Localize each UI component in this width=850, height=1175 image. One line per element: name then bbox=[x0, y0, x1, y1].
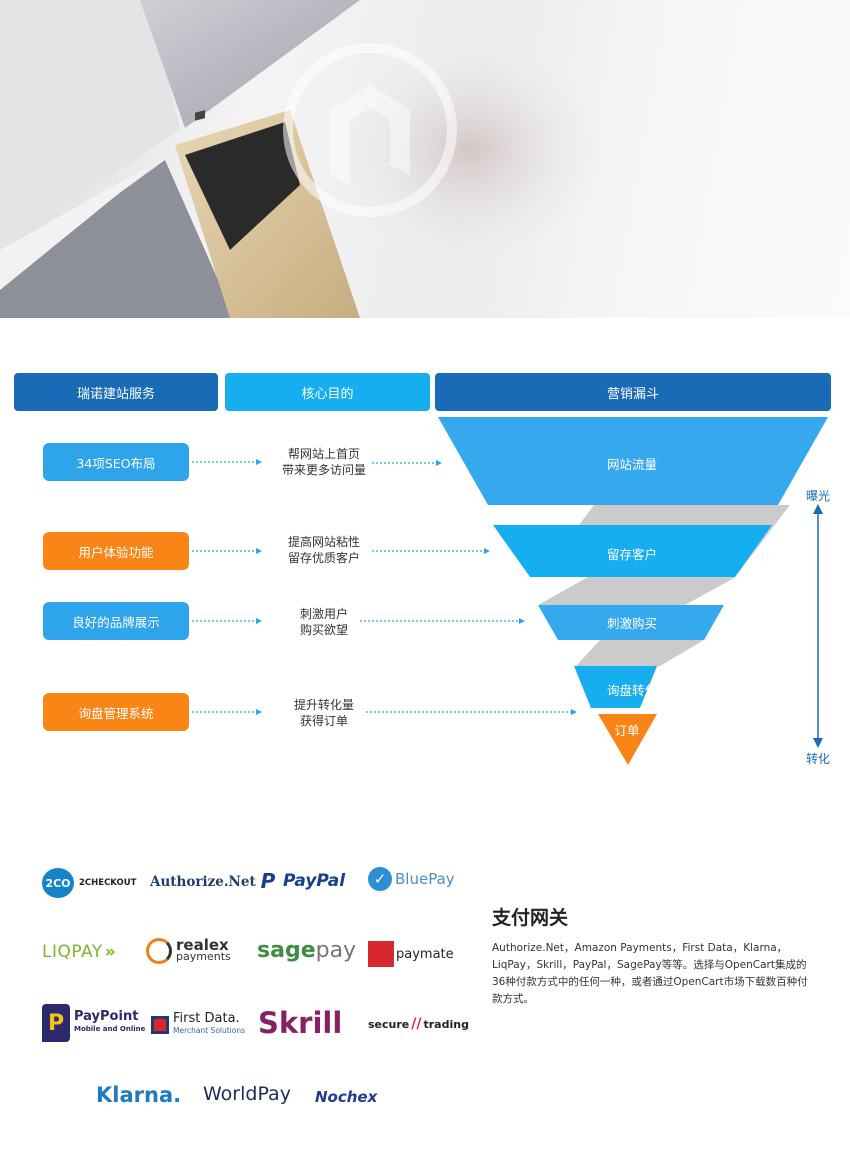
axis-bottom-label: 转化 bbox=[806, 752, 831, 766]
arrow-down-icon bbox=[813, 738, 823, 748]
funnel-tier-inquiry bbox=[574, 666, 657, 708]
service-brand: 良好的品牌展示 bbox=[43, 602, 189, 640]
logo-secure-trading: secure // trading bbox=[368, 1016, 469, 1032]
laptop-illustration bbox=[0, 0, 610, 318]
arrow-head-icon bbox=[256, 459, 262, 465]
stage-retain: 留存客户 bbox=[606, 547, 657, 562]
stage-traffic: 网站流量 bbox=[606, 457, 657, 472]
service-ux: 用户体验功能 bbox=[43, 532, 189, 570]
paypal-icon: P bbox=[260, 869, 276, 893]
logo-paymate: paymate bbox=[368, 941, 454, 967]
funnel-tier-retain bbox=[493, 525, 772, 577]
double-chevron-icon: » bbox=[104, 942, 116, 962]
check-shield-icon: ✓ bbox=[368, 867, 392, 891]
logo-2checkout: 2CO 2CHECKOUT bbox=[42, 868, 136, 898]
header-funnel: 营销漏斗 bbox=[435, 373, 831, 411]
header-goal: 核心目的 bbox=[225, 373, 430, 411]
arrow-head-icon bbox=[256, 709, 262, 715]
service-seo: 34项SEO布局 bbox=[43, 443, 189, 481]
payment-gateway-description: Authorize.Net，Amazon Payments，First Data… bbox=[492, 942, 808, 1005]
arrow-head-icon bbox=[571, 709, 577, 715]
funnel-tier-purchase bbox=[538, 605, 724, 640]
logo-paypoint: P PayPoint Mobile and Online bbox=[42, 1004, 145, 1042]
logo-nochex: Nochex bbox=[315, 1088, 378, 1106]
logo-first-data: First Data. Merchant Solutions bbox=[151, 1012, 245, 1037]
logo-worldpay: WorldPay bbox=[203, 1083, 291, 1105]
goal-inquiry: 提升转化量 获得订单 bbox=[293, 698, 354, 728]
service-inquiry: 询盘管理系统 bbox=[43, 693, 189, 731]
logo-klarna: Klarna. bbox=[96, 1083, 182, 1107]
arrow-head-icon bbox=[519, 618, 525, 624]
paypoint-p-icon: P bbox=[42, 1004, 70, 1042]
stage-inquiry: 询盘转化 bbox=[606, 683, 657, 698]
arrow-head-icon bbox=[256, 618, 262, 624]
paymate-flag-icon bbox=[368, 941, 394, 967]
arrow-head-icon bbox=[436, 460, 442, 466]
logo-realex-payments: realex payments bbox=[146, 938, 231, 964]
goal-brand: 刺激用户 购买欲望 bbox=[299, 607, 348, 637]
axis-top-label: 曝光 bbox=[806, 489, 831, 503]
funnel-connector bbox=[576, 640, 704, 666]
logo-liqpay: LIQPAY » bbox=[42, 942, 116, 962]
first-data-mark-icon bbox=[151, 1016, 169, 1034]
marketing-funnel bbox=[192, 417, 828, 765]
arrow-up-icon bbox=[813, 504, 823, 514]
arrow-head-icon bbox=[256, 548, 262, 554]
funnel-tier-traffic bbox=[438, 417, 828, 505]
funnel-connector bbox=[538, 577, 736, 605]
slash-icon: // bbox=[411, 1016, 422, 1032]
stage-order: 订单 bbox=[614, 723, 640, 738]
payment-gateway-title: 支付网关 bbox=[492, 907, 569, 929]
arrow-head-icon bbox=[484, 548, 490, 554]
goal-ux: 提高网站粘性 留存优质客户 bbox=[287, 535, 360, 565]
goal-seo: 帮网站上首页 带来更多访问量 bbox=[281, 447, 366, 477]
logo-sagepay: sage pay bbox=[257, 938, 357, 963]
hero-banner bbox=[0, 0, 850, 318]
logo-authorize-net: Authorize.Net bbox=[150, 874, 256, 890]
header-service: 瑞诺建站服务 bbox=[14, 373, 218, 411]
stage-purchase: 刺激购买 bbox=[606, 616, 657, 631]
logo-skrill: Skrill bbox=[258, 1006, 343, 1040]
logo-paypal: P PayPal bbox=[260, 869, 346, 893]
funnel-tier-order bbox=[598, 714, 657, 765]
logo-bluepay: ✓ BluePay bbox=[368, 867, 455, 891]
twoco-mark: 2CO bbox=[42, 868, 74, 898]
realex-swirl-icon bbox=[146, 938, 172, 964]
